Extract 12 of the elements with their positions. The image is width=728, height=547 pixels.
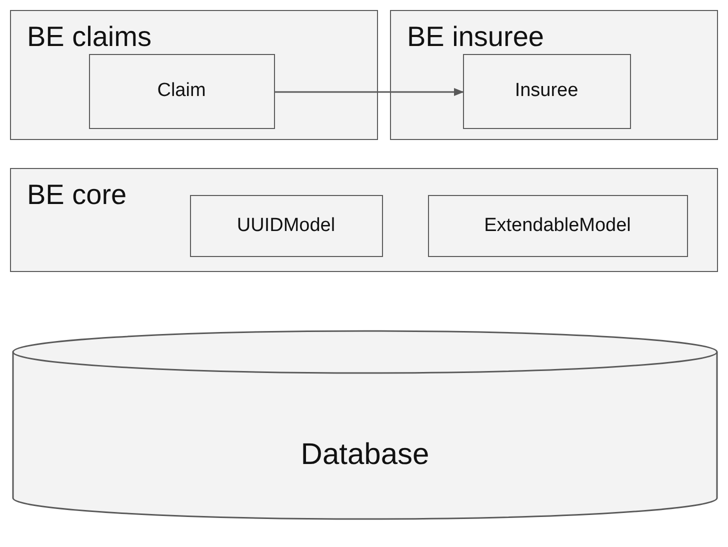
package-box: [390, 10, 718, 140]
package-title: BE insuree: [407, 21, 544, 53]
package-box: [10, 10, 378, 140]
database-label: Database: [300, 438, 430, 472]
arrow: [275, 88, 464, 96]
class-box: UUIDModel: [190, 194, 382, 256]
class-box: ExtendableModel: [428, 194, 688, 256]
package-title: BE claims: [27, 21, 152, 53]
class-box: Insuree: [462, 54, 630, 128]
package-box: [10, 168, 718, 272]
class-box: Claim: [88, 54, 274, 128]
package-title: BE core: [27, 179, 127, 211]
